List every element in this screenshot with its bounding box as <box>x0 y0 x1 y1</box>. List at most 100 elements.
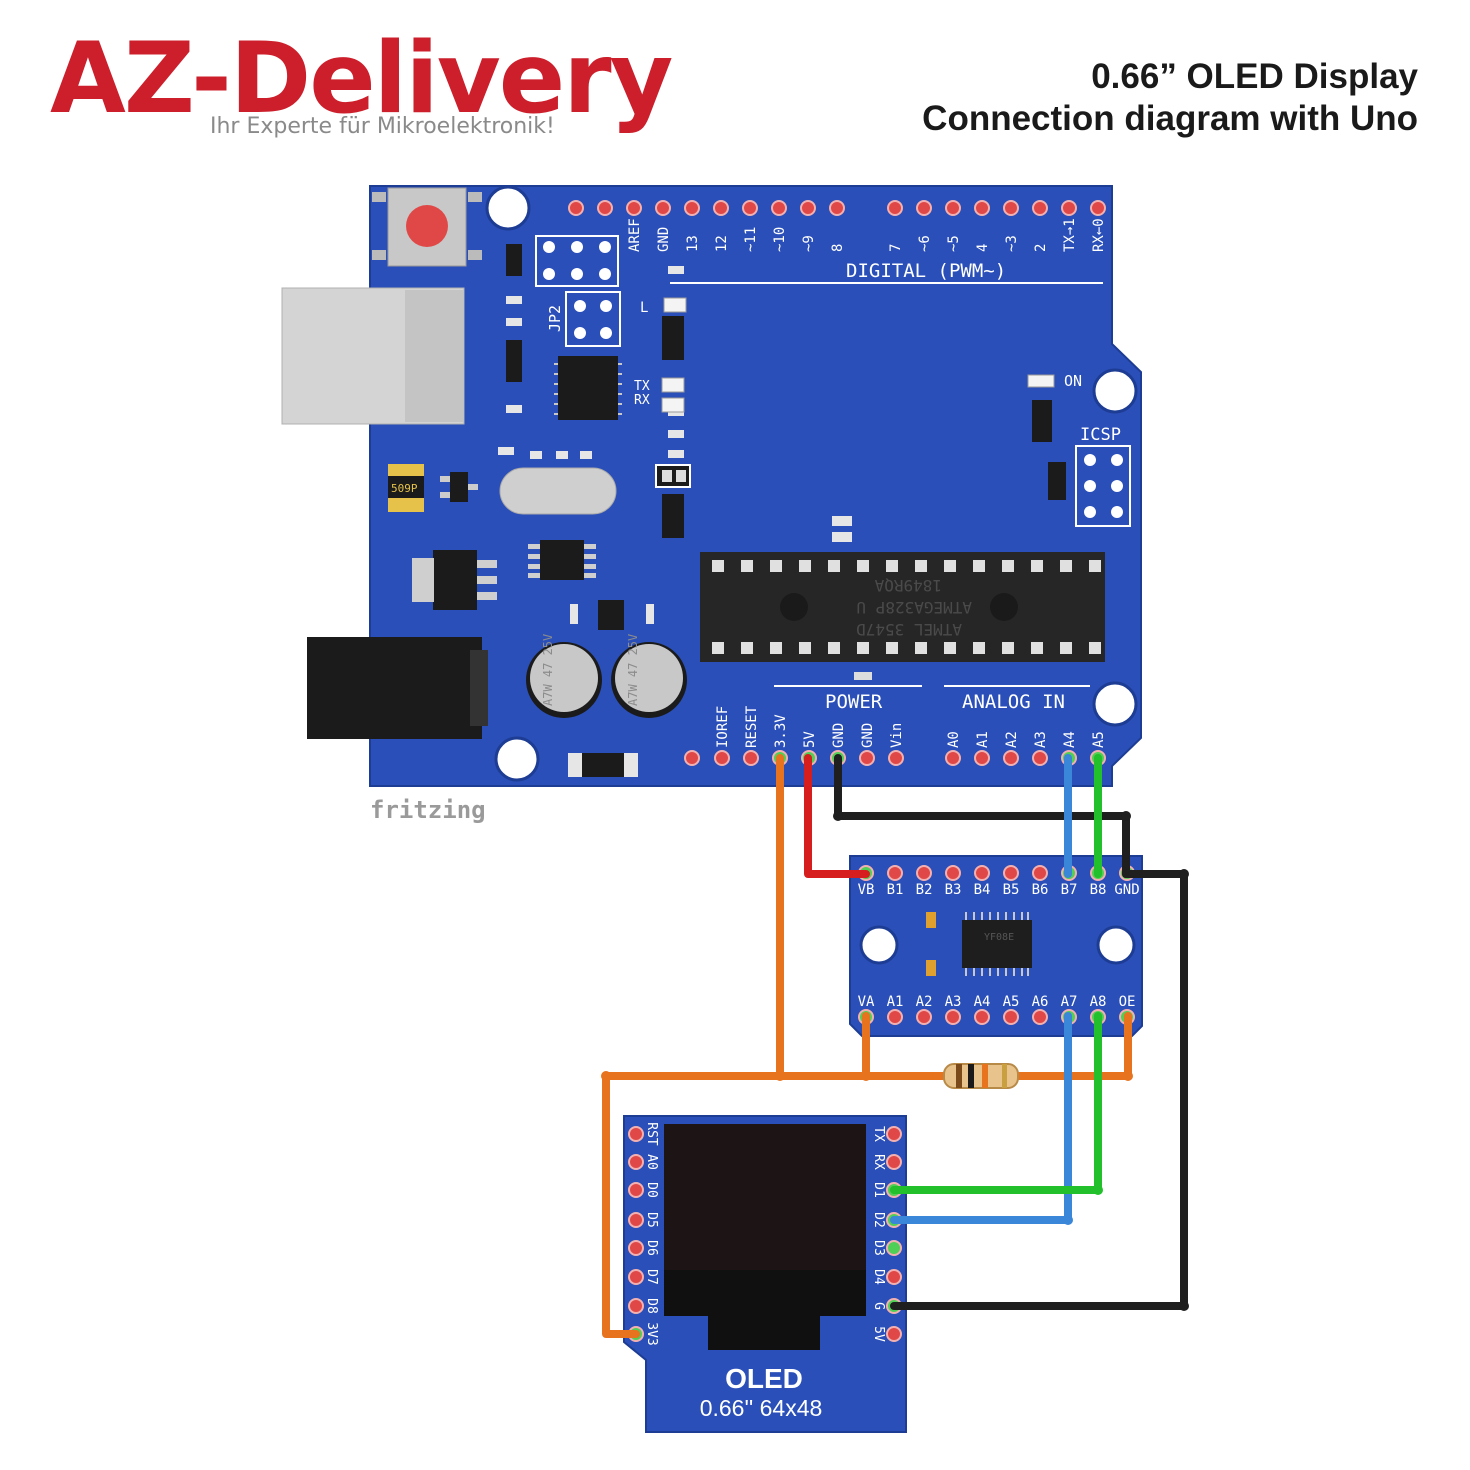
oled-pin-d6[interactable] <box>628 1240 644 1256</box>
chip-pin <box>828 642 840 654</box>
power-pin-hole[interactable] <box>684 750 700 766</box>
oled-pin-d3[interactable] <box>886 1240 902 1256</box>
digital-pin-hole[interactable] <box>1090 200 1106 216</box>
chip-pin <box>1031 560 1043 572</box>
shifter-pin-b4[interactable] <box>974 865 990 881</box>
shifter-pin-label: GND <box>1114 882 1139 898</box>
chip-pin <box>857 560 869 572</box>
chip-pin <box>1002 560 1014 572</box>
wire-red-5v <box>804 754 870 878</box>
oled-pin-a0[interactable] <box>628 1154 644 1170</box>
oled-pin-d7[interactable] <box>628 1269 644 1285</box>
power-pin-ioref[interactable] <box>714 750 730 766</box>
analog-pin-a3[interactable] <box>1032 750 1048 766</box>
digital-pin-hole[interactable] <box>945 200 961 216</box>
shifter-pin-b5[interactable] <box>1003 865 1019 881</box>
digital-pin-hole[interactable] <box>655 200 671 216</box>
digital-pin-hole[interactable] <box>887 200 903 216</box>
shifter-pin-b2[interactable] <box>916 865 932 881</box>
power-pin-label: 5V <box>802 731 818 748</box>
shifter-pin-label: B8 <box>1090 882 1107 898</box>
mounting-hole <box>485 185 531 231</box>
chip-pin <box>973 642 985 654</box>
led-l <box>663 297 687 313</box>
shifter-pin-a6[interactable] <box>1032 1009 1048 1025</box>
shifter-pin-label: A3 <box>945 994 962 1010</box>
digital-pin-hole[interactable] <box>568 200 584 216</box>
shifter-pin-a1[interactable] <box>887 1009 903 1025</box>
oled-pin-d4[interactable] <box>886 1269 902 1285</box>
oled-pin-d0[interactable] <box>628 1182 644 1198</box>
shifter-pin-a2[interactable] <box>916 1009 932 1025</box>
capacitor: A7W 47 25V <box>526 634 602 718</box>
shifter-pin-a3[interactable] <box>945 1009 961 1025</box>
title-line-1: 0.66” OLED Display <box>1091 57 1418 96</box>
shifter-pin-b3[interactable] <box>945 865 961 881</box>
digital-pin-hole[interactable] <box>684 200 700 216</box>
digital-pin-hole[interactable] <box>829 200 845 216</box>
page-title: 0.66” OLED Display Connection diagram wi… <box>922 56 1418 140</box>
digital-pin-hole[interactable] <box>974 200 990 216</box>
shifter-chip-marking: YF08E <box>984 932 1014 943</box>
oled-pin-d5[interactable] <box>628 1212 644 1228</box>
oled-pin-label: D2 <box>871 1212 886 1228</box>
digital-pin-label: 2 <box>1033 244 1049 252</box>
arduino-uno-board: JP2 <box>281 185 1142 787</box>
resistor <box>943 1063 1019 1089</box>
icsp-header <box>1075 445 1131 527</box>
oled-pin-label: D4 <box>871 1269 886 1285</box>
fritzing-credit: fritzing <box>370 796 486 824</box>
jp2-header <box>565 291 621 347</box>
power-pin-vin[interactable] <box>888 750 904 766</box>
jp2-label: JP2 <box>546 305 564 332</box>
digital-pin-hole[interactable] <box>626 200 642 216</box>
shifter-pin-a4[interactable] <box>974 1009 990 1025</box>
digital-pin-hole[interactable] <box>916 200 932 216</box>
oled-pin-5v[interactable] <box>886 1326 902 1342</box>
oled-pin-d8[interactable] <box>628 1298 644 1314</box>
digital-pin-hole[interactable] <box>1032 200 1048 216</box>
digital-pin-label: ~9 <box>801 235 817 252</box>
digital-pin-label: AREF <box>627 218 643 252</box>
oled-pin-tx[interactable] <box>886 1126 902 1142</box>
analog-pin-label: A4 <box>1062 731 1078 748</box>
oled-pin-label: D1 <box>871 1182 886 1198</box>
oled-pin-label: A0 <box>644 1154 659 1170</box>
power-pin-reset[interactable] <box>743 750 759 766</box>
oled-pin-rst[interactable] <box>628 1126 644 1142</box>
chip-pin <box>712 642 724 654</box>
chip-marking: ATMEGA328P U <box>856 598 972 617</box>
mounting-hole <box>1096 925 1136 965</box>
analog-pin-a0[interactable] <box>945 750 961 766</box>
digital-pin-hole[interactable] <box>597 200 613 216</box>
chip-pin <box>799 560 811 572</box>
capacitor: A7W 47 25V <box>611 634 687 718</box>
analog-pin-label: A5 <box>1091 731 1107 748</box>
analog-pin-a2[interactable] <box>1003 750 1019 766</box>
digital-pin-hole[interactable] <box>1061 200 1077 216</box>
power-pin-label: GND <box>831 723 847 748</box>
shifter-pin-b6[interactable] <box>1032 865 1048 881</box>
digital-pin-hole[interactable] <box>713 200 729 216</box>
digital-pin-hole[interactable] <box>742 200 758 216</box>
analog-pin-label: A1 <box>975 731 991 748</box>
shifter-pin-label: A6 <box>1032 994 1049 1010</box>
logo-tagline: Ihr Experte für Mikroelektronik! <box>210 114 555 139</box>
mounting-hole <box>859 925 899 965</box>
digital-pin-label: 4 <box>975 244 991 252</box>
digital-pin-label: ~11 <box>743 227 759 252</box>
shifter-pin-b1[interactable] <box>887 865 903 881</box>
shifter-pin-label: OE <box>1119 994 1136 1010</box>
analog-pin-a1[interactable] <box>974 750 990 766</box>
digital-pin-hole[interactable] <box>1003 200 1019 216</box>
oled-pin-rx[interactable] <box>886 1154 902 1170</box>
led-on-label: ON <box>1064 372 1082 390</box>
oled-pin-label: RX <box>871 1154 886 1170</box>
analog-header-label: ANALOG IN <box>962 691 1065 713</box>
digital-pin-hole[interactable] <box>800 200 816 216</box>
power-pin-gnd[interactable] <box>859 750 875 766</box>
shifter-pin-a5[interactable] <box>1003 1009 1019 1025</box>
digital-pin-hole[interactable] <box>771 200 787 216</box>
